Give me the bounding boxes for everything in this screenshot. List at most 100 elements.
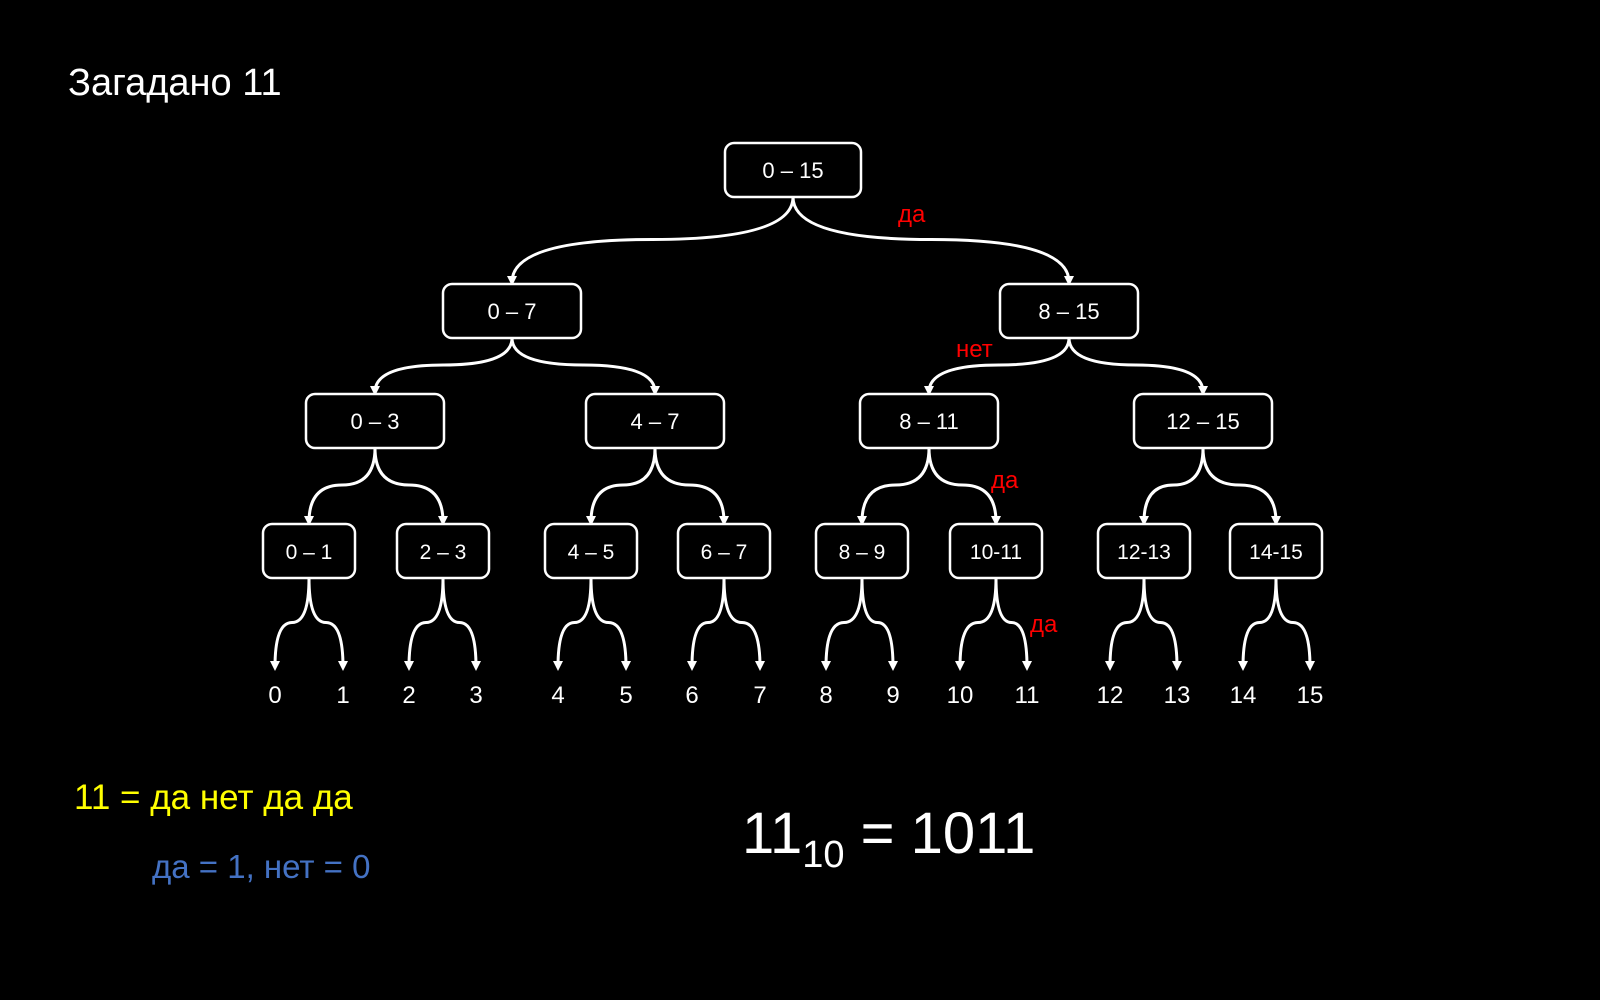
leaf-number: 10 xyxy=(947,682,974,709)
tree-edge xyxy=(857,447,931,526)
tree-edge xyxy=(304,447,377,526)
range-node-box xyxy=(1132,392,1274,450)
leaf-edge xyxy=(1105,577,1146,671)
answer-label: да xyxy=(898,201,926,228)
leaf-edge xyxy=(1274,577,1315,671)
tree-nodes: 0 – 15 0 – 7 8 – 15 0 – 3 4 – 7 8 – 11 12 – 15… xyxy=(261,141,1324,580)
leaf-edge xyxy=(441,577,481,671)
range-node: 0 – 1 xyxy=(261,522,357,580)
range-node-label: 8 – 9 xyxy=(839,541,886,564)
tree-edge xyxy=(1139,447,1205,526)
answer-labels: да нет да да xyxy=(898,201,1058,638)
leaf-number: 12 xyxy=(1097,682,1124,709)
tree-edge xyxy=(1067,337,1208,396)
range-node-box xyxy=(261,522,357,580)
range-node-box xyxy=(858,392,1000,450)
range-node-label: 6 – 7 xyxy=(701,541,748,564)
range-node-box xyxy=(676,522,772,580)
leaf-edge xyxy=(1142,577,1182,671)
range-node: 10-11 xyxy=(948,522,1044,580)
slide-title: Загадано 11 xyxy=(68,62,282,104)
tree-edge xyxy=(510,337,660,396)
range-node-box xyxy=(441,282,583,340)
result-number: 11 xyxy=(742,801,803,866)
range-node-box xyxy=(723,141,863,199)
leaf-edge xyxy=(270,577,311,671)
leaf-number: 15 xyxy=(1297,682,1324,709)
range-node-label: 4 – 7 xyxy=(631,409,680,434)
tree-edge xyxy=(586,447,657,526)
range-node-label: 10-11 xyxy=(970,541,1022,564)
range-node-box xyxy=(948,522,1044,580)
range-node: 2 – 3 xyxy=(395,522,491,580)
range-node-label: 12-13 xyxy=(1117,541,1171,564)
leaf-edge xyxy=(589,577,631,671)
leaf-edge xyxy=(722,577,765,671)
range-node: 14-15 xyxy=(1228,522,1324,580)
leaf-number: 8 xyxy=(819,682,832,709)
answer-label: нет xyxy=(956,336,993,363)
tree-edge xyxy=(370,337,514,396)
answer-legend: да = 1, нет = 0 xyxy=(152,848,371,885)
tree-edge xyxy=(791,196,1074,286)
range-node: 8 – 11 xyxy=(858,392,1000,450)
range-node: 12-13 xyxy=(1096,522,1192,580)
range-node: 4 – 5 xyxy=(543,522,639,580)
leaf-edge xyxy=(687,577,726,671)
range-node: 0 – 3 xyxy=(304,392,446,450)
range-node: 8 – 9 xyxy=(814,522,910,580)
range-node: 0 – 15 xyxy=(723,141,863,199)
range-node-box xyxy=(998,282,1140,340)
leaf-edge xyxy=(553,577,593,671)
range-node: 4 – 7 xyxy=(584,392,726,450)
leaf-number: 9 xyxy=(886,682,899,709)
leaf-number: 4 xyxy=(551,682,564,709)
range-node-label: 8 – 11 xyxy=(899,409,959,434)
tree-edge xyxy=(924,337,1071,396)
range-node-label: 0 – 1 xyxy=(286,541,333,564)
range-node: 6 – 7 xyxy=(676,522,772,580)
leaf-edge xyxy=(1238,577,1278,671)
tree-edges xyxy=(270,196,1315,671)
leaf-number: 7 xyxy=(753,682,766,709)
leaf-number: 1 xyxy=(336,682,349,709)
leaf-number: 5 xyxy=(619,682,632,709)
leaf-edge xyxy=(821,577,864,671)
leaf-number: 14 xyxy=(1230,682,1257,709)
binary-result: 1110 = 1011 xyxy=(742,800,1035,877)
answer-label: да xyxy=(991,467,1019,494)
range-node-label: 4 – 5 xyxy=(568,541,615,564)
tree-edge xyxy=(1201,447,1281,526)
leaf-number: 0 xyxy=(268,682,281,709)
tree-edge xyxy=(927,447,1001,526)
leaf-edge xyxy=(860,577,898,671)
range-node-label: 8 – 15 xyxy=(1038,299,1099,324)
leaf-number: 6 xyxy=(685,682,698,709)
range-node-label: 14-15 xyxy=(1249,541,1303,564)
range-node-label: 12 – 15 xyxy=(1166,409,1239,434)
leaf-number: 13 xyxy=(1164,682,1191,709)
range-node-box xyxy=(814,522,910,580)
leaf-edge xyxy=(404,577,445,671)
answer-sequence: 11 = да нет да да xyxy=(74,778,353,817)
range-node-label: 0 – 15 xyxy=(762,158,823,183)
tree-edge xyxy=(507,196,795,286)
range-node-label: 2 – 3 xyxy=(420,541,467,564)
range-node: 12 – 15 xyxy=(1132,392,1274,450)
answer-label: да xyxy=(1030,611,1058,638)
range-node-label: 0 – 7 xyxy=(488,299,537,324)
result-binary: = 1011 xyxy=(844,801,1036,866)
leaf-edge xyxy=(994,577,1032,671)
leaf-number: 2 xyxy=(402,682,415,709)
range-node-box xyxy=(584,392,726,450)
result-base: 10 xyxy=(802,834,845,876)
tree-edge xyxy=(373,447,448,526)
range-node: 8 – 15 xyxy=(998,282,1140,340)
leaf-number: 11 xyxy=(1015,682,1040,709)
range-node: 0 – 7 xyxy=(441,282,583,340)
leaf-edge xyxy=(955,577,998,671)
range-node-box xyxy=(304,392,446,450)
range-node-box xyxy=(543,522,639,580)
